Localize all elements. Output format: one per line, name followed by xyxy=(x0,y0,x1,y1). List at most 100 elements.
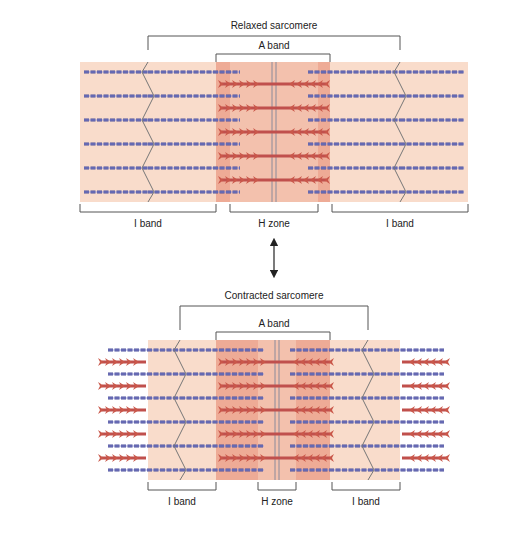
actin-filament xyxy=(308,144,400,145)
actin-filament xyxy=(308,192,400,193)
actin-filament xyxy=(368,350,444,351)
actin-filament xyxy=(84,70,148,73)
actin-filament xyxy=(180,372,264,375)
myosin-head xyxy=(303,152,309,160)
myosin-head xyxy=(225,430,231,438)
actin-filament xyxy=(148,94,240,97)
myosin-head xyxy=(437,406,443,414)
bracket xyxy=(216,54,330,62)
myosin-head xyxy=(296,80,302,88)
actin-filament xyxy=(84,192,148,193)
actin-filament xyxy=(108,398,180,399)
myosin-head xyxy=(293,358,299,366)
band-label: I band xyxy=(350,496,382,508)
actin-filament xyxy=(108,420,180,423)
actin-filament xyxy=(108,470,180,471)
i-band-region xyxy=(148,340,400,480)
myosin-head xyxy=(307,430,313,438)
myosin-head xyxy=(253,406,259,414)
myosin-head xyxy=(246,80,252,88)
actin-filament xyxy=(148,144,240,145)
actin-filament xyxy=(368,396,444,399)
myosin-head xyxy=(321,430,327,438)
myosin-head xyxy=(218,152,224,160)
myosin-head xyxy=(324,104,330,112)
myosin-head xyxy=(300,382,306,390)
band-label: A band xyxy=(256,318,291,330)
a-band-region xyxy=(216,340,330,480)
myosin-head xyxy=(246,454,252,462)
a-band-region xyxy=(216,62,330,202)
myosin-head xyxy=(253,80,259,88)
actin-filament xyxy=(290,374,368,375)
z-disc xyxy=(142,62,154,202)
myosin-head xyxy=(317,176,323,184)
myosin-head xyxy=(119,454,125,462)
actin-filament xyxy=(180,422,264,423)
myosin-head xyxy=(239,80,245,88)
myosin-head xyxy=(246,406,252,414)
actin-filament xyxy=(180,398,264,399)
actin-filament xyxy=(368,446,444,447)
actin-filament xyxy=(84,166,148,169)
myosin-filament xyxy=(222,433,330,436)
actin-filament xyxy=(148,168,240,169)
myosin-head xyxy=(133,430,139,438)
myosin-head xyxy=(314,358,320,366)
myosin-head xyxy=(112,382,118,390)
myosin-head xyxy=(119,358,125,366)
myosin-head xyxy=(328,382,334,390)
myosin-head xyxy=(112,358,118,366)
myosin-head xyxy=(239,128,245,136)
myosin-head xyxy=(239,176,245,184)
myosin-head xyxy=(253,104,259,112)
myosin-head xyxy=(444,358,450,366)
myosin-head xyxy=(293,454,299,462)
myosin-head xyxy=(310,152,316,160)
myosin-head xyxy=(218,382,224,390)
myosin-head xyxy=(444,406,450,414)
myosin-head xyxy=(239,358,245,366)
myosin-head xyxy=(430,358,436,366)
myosin-head xyxy=(112,430,118,438)
myosin-head xyxy=(314,430,320,438)
myosin-head xyxy=(444,454,450,462)
myosin-head xyxy=(324,80,330,88)
actin-filament xyxy=(148,192,240,193)
myosin-head xyxy=(300,406,306,414)
myosin-head xyxy=(423,382,429,390)
myosin-head xyxy=(314,406,320,414)
actin-filament xyxy=(84,94,148,97)
myosin-head xyxy=(310,104,316,112)
myosin-head xyxy=(232,80,238,88)
myosin-head xyxy=(239,104,245,112)
myosin-head xyxy=(225,358,231,366)
actin-filament xyxy=(290,422,368,423)
myosin-filament xyxy=(222,457,330,460)
myosin-head xyxy=(409,358,415,366)
actin-filament xyxy=(290,468,368,471)
myosin-head xyxy=(253,454,259,462)
myosin-head xyxy=(437,358,443,366)
myosin-head xyxy=(218,358,224,366)
actin-filament xyxy=(148,70,240,73)
actin-filament xyxy=(148,120,240,121)
myosin-head xyxy=(423,454,429,462)
actin-filament xyxy=(84,190,148,193)
myosin-head xyxy=(232,128,238,136)
myosin-head xyxy=(126,406,132,414)
actin-filament xyxy=(290,420,368,423)
myosin-head xyxy=(225,454,231,462)
myosin-filament xyxy=(222,361,330,364)
myosin-head xyxy=(105,430,111,438)
myosin-head xyxy=(98,406,104,414)
myosin-head xyxy=(328,358,334,366)
actin-filament xyxy=(368,420,444,423)
myosin-head xyxy=(289,128,295,136)
myosin-head xyxy=(253,382,259,390)
myosin-head xyxy=(98,358,104,366)
myosin-head xyxy=(307,358,313,366)
myosin-filament xyxy=(222,385,330,388)
myosin-head xyxy=(105,454,111,462)
myosin-head xyxy=(303,128,309,136)
